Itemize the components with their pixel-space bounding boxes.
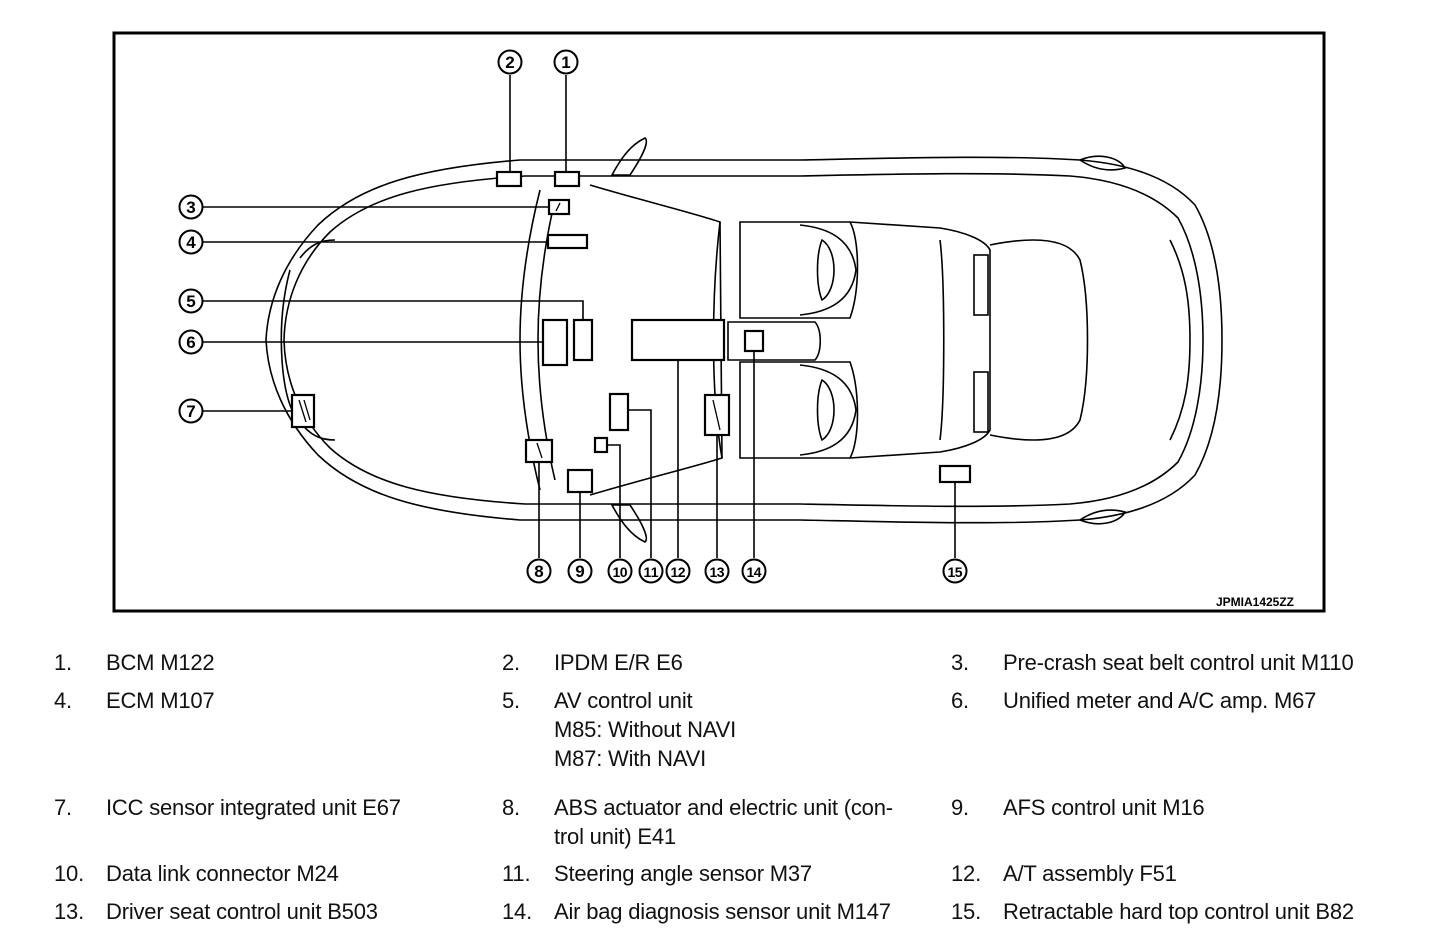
callout-9: 9 bbox=[567, 558, 593, 584]
component-box-6 bbox=[541, 318, 569, 367]
legend-label: ECM M107 bbox=[106, 686, 215, 715]
callout-number: 1 bbox=[561, 53, 570, 72]
callout-number: 3 bbox=[186, 198, 195, 217]
legend-label-line: Driver seat control unit B503 bbox=[106, 899, 378, 924]
callout-number: 4 bbox=[186, 233, 196, 252]
callout-15: 15 bbox=[942, 558, 968, 584]
legend-number: 12. bbox=[951, 861, 981, 886]
legend-label: Unified meter and A/C amp. M67 bbox=[1003, 686, 1316, 715]
car-outline bbox=[265, 137, 1223, 543]
legend-label: Retractable hard top control unit B82 bbox=[1003, 897, 1354, 926]
legend-number: 11. bbox=[502, 861, 531, 886]
legend-number: 4. bbox=[54, 688, 72, 713]
callout-number: 2 bbox=[505, 53, 514, 72]
legend-label-line: IPDM E/R E6 bbox=[554, 650, 683, 675]
callout-11: 11 bbox=[638, 558, 664, 584]
callout-number: 8 bbox=[534, 562, 543, 581]
component-box-12 bbox=[630, 318, 726, 362]
callout-number: 7 bbox=[186, 402, 195, 421]
callout-number: 5 bbox=[186, 292, 195, 311]
legend-label-line: Data link connector M24 bbox=[106, 861, 339, 886]
leader-lines bbox=[203, 75, 956, 558]
component-box-14 bbox=[743, 329, 765, 353]
callout-5: 5 bbox=[178, 288, 204, 314]
legend-number: 6. bbox=[951, 688, 969, 713]
legend-label: AFS control unit M16 bbox=[1003, 793, 1205, 822]
legend-label-line: Unified meter and A/C amp. M67 bbox=[1003, 688, 1317, 713]
legend-label: ICC sensor integrated unit E67 bbox=[106, 793, 401, 822]
legend-label-line: Retractable hard top control unit B82 bbox=[1003, 899, 1354, 924]
legend-label-line: AFS control unit M16 bbox=[1003, 795, 1205, 820]
component-box-10 bbox=[593, 436, 609, 454]
legend-label-line: A/T assembly F51 bbox=[1003, 861, 1177, 886]
callout-4: 4 bbox=[178, 229, 204, 255]
legend-label-line: Pre-crash seat belt control unit M110 bbox=[1003, 650, 1354, 675]
legend-label-line: BCM M122 bbox=[106, 650, 215, 675]
legend-number: 14. bbox=[502, 899, 532, 924]
legend-label-line: AV control unit bbox=[554, 688, 693, 713]
legend: 1. BCM M122 2. IPDM E/R E6 3. Pre-crash seat … bbox=[0, 630, 1440, 940]
legend-label-line: ABS actuator and electric unit (con- bbox=[554, 795, 893, 820]
component-box-11 bbox=[608, 392, 630, 432]
legend-label: Driver seat control unit B503 bbox=[106, 897, 378, 926]
legend-number: 3. bbox=[951, 650, 969, 675]
legend-label: ABS actuator and electric unit (con-trol… bbox=[554, 793, 893, 851]
legend-number: 13. bbox=[54, 899, 84, 924]
legend-label: Air bag diagnosis sensor unit M147 bbox=[554, 897, 891, 926]
legend-label-line: Air bag diagnosis sensor unit M147 bbox=[554, 899, 891, 924]
component-box-4 bbox=[546, 233, 589, 250]
legend-label-line: ICC sensor integrated unit E67 bbox=[106, 795, 401, 820]
legend-number: 9. bbox=[951, 795, 969, 820]
legend-label-line: Steering angle sensor M37 bbox=[554, 861, 812, 886]
callout-number: 10 bbox=[613, 564, 628, 580]
legend-label-line: M87: With NAVI bbox=[554, 746, 707, 771]
callout-8: 8 bbox=[526, 558, 552, 584]
callout-number: 12 bbox=[671, 564, 686, 580]
callout-13: 13 bbox=[704, 558, 730, 584]
legend-number: 8. bbox=[502, 795, 520, 820]
legend-label: Data link connector M24 bbox=[106, 859, 339, 888]
callout-3: 3 bbox=[178, 194, 204, 220]
callout-number: 14 bbox=[747, 564, 762, 580]
component-boxes bbox=[290, 170, 972, 494]
legend-label-line: M85: Without NAVI bbox=[554, 717, 737, 742]
component-box-1 bbox=[553, 170, 581, 188]
callout-number: 9 bbox=[575, 562, 584, 581]
callout-7: 7 bbox=[178, 398, 204, 424]
callout-10: 10 bbox=[607, 558, 633, 584]
legend-number: 15. bbox=[951, 899, 981, 924]
callout-number: 6 bbox=[186, 333, 195, 352]
component-box-15 bbox=[938, 464, 972, 484]
legend-label: A/T assembly F51 bbox=[1003, 859, 1177, 888]
legend-label-line: ECM M107 bbox=[106, 688, 215, 713]
component-box-2 bbox=[495, 170, 523, 188]
legend-label: Pre-crash seat belt control unit M110 bbox=[1003, 648, 1354, 677]
component-box-9 bbox=[566, 468, 594, 494]
callout-number: 13 bbox=[710, 564, 725, 580]
callout-number: 15 bbox=[948, 564, 963, 580]
component-box-5 bbox=[572, 318, 594, 362]
legend-label: IPDM E/R E6 bbox=[554, 648, 683, 677]
legend-number: 1. bbox=[54, 650, 72, 675]
callout-6: 6 bbox=[178, 329, 204, 355]
callout-12: 12 bbox=[665, 558, 691, 584]
legend-label-line: trol unit) E41 bbox=[554, 824, 676, 849]
diagram-frame bbox=[112, 31, 1326, 613]
legend-number: 5. bbox=[502, 688, 520, 713]
legend-label: Steering angle sensor M37 bbox=[554, 859, 812, 888]
legend-label: BCM M122 bbox=[106, 648, 215, 677]
legend-number: 2. bbox=[502, 650, 520, 675]
figure-code: JPMIA1425ZZ bbox=[1216, 595, 1294, 609]
callout-2: 2 bbox=[497, 49, 523, 75]
legend-number: 7. bbox=[54, 795, 72, 820]
callout-number: 11 bbox=[644, 564, 659, 580]
callout-14: 14 bbox=[741, 558, 767, 584]
component-box-3 bbox=[547, 198, 571, 216]
callout-1: 1 bbox=[553, 49, 579, 75]
legend-number: 10. bbox=[54, 861, 84, 886]
